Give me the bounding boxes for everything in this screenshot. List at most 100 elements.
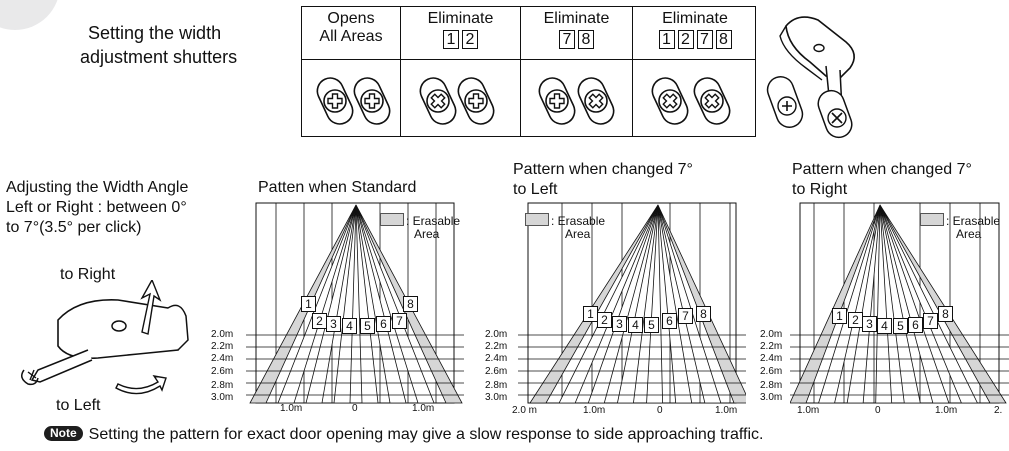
beam	[657, 204, 746, 404]
screw-closed-icon	[426, 89, 450, 113]
beam	[587, 204, 659, 404]
area-number: 8	[715, 30, 732, 49]
note-badge: Note	[44, 426, 83, 441]
pattern-diagram	[790, 202, 1009, 404]
depth-label: 3.0m	[760, 392, 783, 403]
adjust-text-line2: Left or Right : between 0°	[6, 199, 187, 216]
beam	[355, 204, 379, 404]
shutter-key-illustration	[766, 16, 855, 139]
erasable-legend: : Erasable Area	[920, 213, 1000, 241]
depth-label: 2.6m	[760, 366, 783, 377]
panel2-title-line1: Pattern when changed 7°	[513, 161, 693, 178]
depth-label: 2.4m	[760, 353, 783, 364]
beam-number: 2	[312, 313, 327, 329]
beam-number: 8	[696, 306, 711, 322]
pattern-diagram	[246, 202, 464, 404]
bottom-tick-label: 2.	[994, 405, 1003, 416]
beam	[558, 204, 659, 404]
beam-number: 5	[360, 318, 375, 334]
beam	[529, 204, 659, 404]
shutter-col-eliminate-12: Eliminate 1 2	[400, 7, 520, 136]
panel3-title-line2: to Right	[792, 181, 848, 198]
shutter-col-eliminate-78: Eliminate 7 8	[520, 7, 632, 136]
depth-label: 3.0m	[211, 392, 234, 403]
panel1-title: Patten when Standard	[258, 179, 417, 196]
col-head-line2: All Areas	[319, 28, 383, 45]
shutter-title-line2: adjustment shutters	[80, 47, 238, 67]
beam-number: 4	[342, 318, 357, 334]
beam-number: 3	[612, 316, 627, 332]
beam-number: 7	[392, 313, 407, 329]
beam	[879, 204, 979, 404]
beam-number: 1	[301, 296, 316, 312]
beam	[818, 204, 881, 404]
screw-open-icon	[545, 89, 569, 113]
beam	[879, 204, 921, 404]
beam	[355, 204, 435, 404]
depth-label: 2.0m	[485, 329, 508, 340]
beam-number: 8	[403, 296, 418, 312]
beam	[790, 204, 881, 404]
beam	[646, 204, 663, 404]
depth-label: 2.6m	[211, 366, 234, 377]
bottom-tick-label: 1.0m	[583, 405, 606, 416]
beam	[616, 204, 659, 404]
screw-closed-icon	[584, 89, 608, 113]
depth-label: 2.0m	[211, 329, 234, 340]
depth-label: 3.0m	[485, 392, 508, 403]
shutter-col-eliminate-1278: Eliminate 1 2 7 8	[632, 7, 757, 136]
beam	[657, 204, 722, 404]
pattern-diagram	[518, 202, 746, 404]
arrow-up-icon	[140, 280, 162, 335]
shutter-col-open-all: Opens All Areas	[302, 7, 400, 136]
col-head-line1: Eliminate	[543, 10, 610, 27]
col-head-line1: Opens	[327, 10, 375, 27]
beam	[277, 204, 357, 404]
beam-number: 4	[628, 317, 643, 333]
erasable-legend: : Erasable Area	[380, 213, 460, 241]
beam-number: 6	[662, 313, 677, 329]
depth-label: 2.8m	[485, 380, 508, 391]
bottom-tick-label: 0	[657, 405, 663, 416]
area-number: 2	[462, 30, 478, 49]
bottom-tick-label: 0	[875, 405, 881, 416]
area-number: 1	[443, 30, 459, 49]
bottom-tick-label: 0	[352, 403, 358, 414]
beam-number: 3	[862, 316, 877, 332]
screw-row	[312, 72, 735, 130]
area-number: 7	[696, 30, 713, 49]
beam	[657, 204, 693, 404]
depth-label: 2.8m	[760, 380, 783, 391]
screw-open-icon	[360, 89, 384, 113]
erasable-legend: : Erasable Area	[525, 213, 605, 241]
bottom-tick-label: 1.0m	[935, 405, 958, 416]
to-left-label: to Left	[56, 397, 101, 414]
beam-number: 8	[938, 306, 953, 322]
erasable-swatch	[525, 213, 549, 226]
screw-open-icon	[323, 89, 347, 113]
beam-number: 2	[848, 312, 863, 328]
depth-label: 2.4m	[485, 353, 508, 364]
area-number: 2	[677, 30, 694, 49]
beam	[879, 204, 1007, 404]
adjust-text-line3: to 7°(3.5° per click)	[6, 219, 142, 236]
depth-label: 2.2m	[760, 341, 783, 352]
beam-number: 5	[893, 318, 908, 334]
to-right-label: to Right	[60, 266, 116, 283]
depth-label: 2.4m	[211, 353, 234, 364]
screw-closed-icon	[658, 89, 682, 113]
beam-number: 6	[376, 316, 391, 332]
arrow-curl-icon	[115, 375, 167, 395]
beam-number: 7	[678, 308, 693, 324]
beam-number: 2	[597, 312, 612, 328]
corner-decoration	[0, 0, 60, 30]
beam-number: 1	[583, 306, 598, 322]
beam-number: 7	[923, 313, 938, 329]
pattern-panel-left	[518, 195, 746, 417]
col-head-line1: Eliminate	[662, 10, 728, 27]
shutter-table: Opens All Areas Eliminate 1 2 Eliminate …	[301, 6, 756, 137]
beam	[305, 204, 357, 404]
beam-number: 4	[877, 318, 892, 334]
shutter-key-icon	[21, 280, 189, 395]
